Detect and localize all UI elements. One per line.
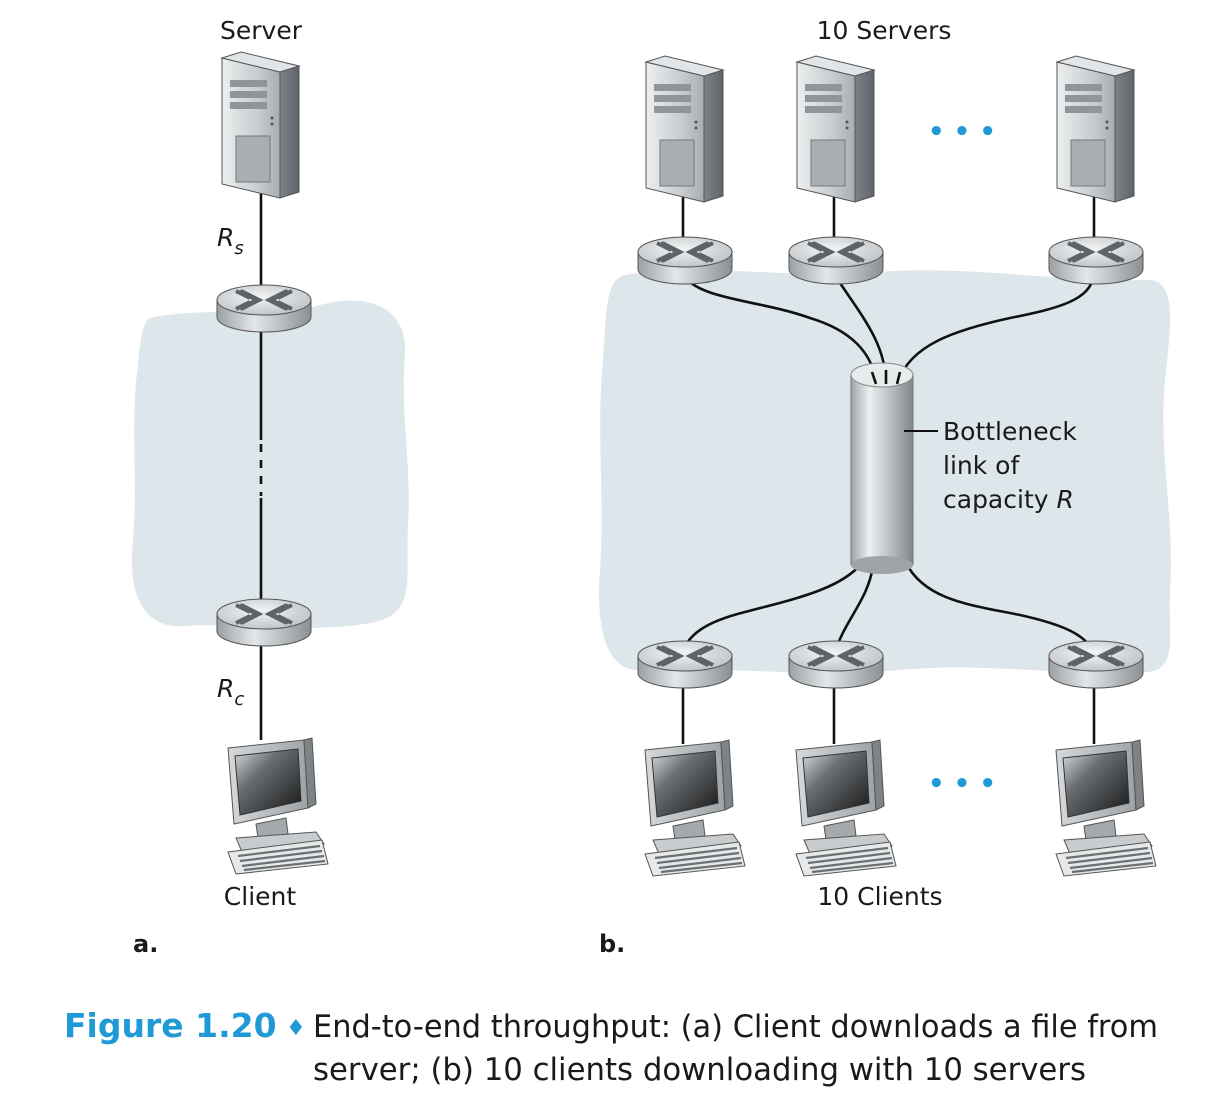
server-label: Server <box>220 16 303 45</box>
server-icon <box>221 51 300 199</box>
router-icon <box>1049 237 1143 284</box>
bottleneck-capacity-text: capacity <box>943 485 1057 514</box>
bottleneck-label-line2: link of <box>943 451 1020 480</box>
rs-sub: s <box>234 238 243 259</box>
panel-b-letter: b. <box>599 930 625 958</box>
panel-a-letter: a. <box>133 930 158 958</box>
client-computer-icon <box>1054 738 1158 878</box>
rc-sub: c <box>234 689 244 710</box>
caption-separator: ♦ <box>286 1016 306 1041</box>
client-label: Client <box>224 882 297 911</box>
router-icon <box>1049 641 1143 688</box>
servers-ellipsis: • • • <box>928 117 996 147</box>
router-icon <box>789 237 883 284</box>
client-computer-icon <box>794 738 898 878</box>
rc-main: R <box>217 674 234 703</box>
panel-a: Server Rs Rc Client a. <box>131 16 409 958</box>
bottleneck-label-line3: capacity R <box>943 485 1074 514</box>
bottleneck-label-line1: Bottleneck <box>943 417 1077 446</box>
servers-label: 10 Servers <box>817 16 952 45</box>
rs-label: Rs <box>217 223 244 259</box>
clients-label: 10 Clients <box>817 882 942 911</box>
rc-label: Rc <box>217 674 244 710</box>
router-icon <box>217 599 311 646</box>
figure-caption: Figure 1.20 ♦ End-to-end throughput: (a)… <box>64 1006 1158 1088</box>
figure-number: Figure 1.20 <box>64 1006 277 1045</box>
clients-ellipsis: • • • <box>928 769 996 799</box>
bottleneck-pipe-icon <box>850 362 914 574</box>
router-icon <box>217 285 311 332</box>
rs-main: R <box>217 223 234 252</box>
caption-line2: server; (b) 10 clients downloading with … <box>313 1052 1086 1088</box>
server-icon <box>645 55 724 203</box>
router-icon <box>638 237 732 284</box>
server-icon <box>1056 55 1135 203</box>
panel-b: 10 Servers • • • • • • Bottleneck link o… <box>599 16 1171 958</box>
server-icon <box>796 55 875 203</box>
router-icon <box>789 641 883 688</box>
caption-line1: End-to-end throughput: (a) Client downlo… <box>313 1009 1158 1045</box>
network-cloud-a <box>131 300 409 628</box>
router-icon <box>638 641 732 688</box>
bottleneck-capacity-var: R <box>1057 485 1074 514</box>
client-computer-icon <box>226 736 330 876</box>
client-computer-icon <box>643 738 747 878</box>
